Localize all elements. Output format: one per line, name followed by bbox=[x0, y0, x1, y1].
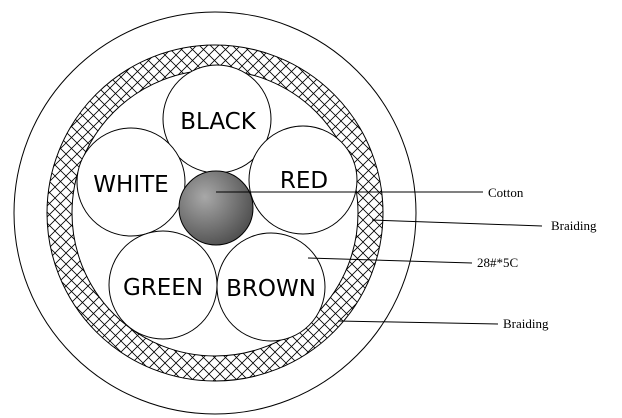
wire-brown bbox=[216, 232, 326, 342]
leader-line-conductor bbox=[307, 257, 473, 264]
wire-label-red: RED bbox=[280, 168, 328, 194]
callout-label-braiding-inner: Braiding bbox=[503, 316, 549, 331]
wire-white bbox=[76, 127, 186, 237]
wire-label-green: GREEN bbox=[123, 275, 203, 301]
leader-line-braiding-outer bbox=[371, 219, 543, 227]
callout-label-conductor: 28#*5C bbox=[477, 255, 518, 270]
wire-label-black: BLACK bbox=[180, 109, 257, 135]
callout-label-cotton: Cotton bbox=[488, 185, 524, 200]
wire-label-white: WHITE bbox=[93, 172, 168, 198]
leader-line-braiding-inner bbox=[337, 320, 499, 325]
callout-label-braiding-outer: Braiding bbox=[551, 218, 597, 233]
cotton-core bbox=[178, 170, 254, 246]
wire-red bbox=[248, 125, 358, 235]
wire-label-brown: BROWN bbox=[226, 276, 316, 302]
